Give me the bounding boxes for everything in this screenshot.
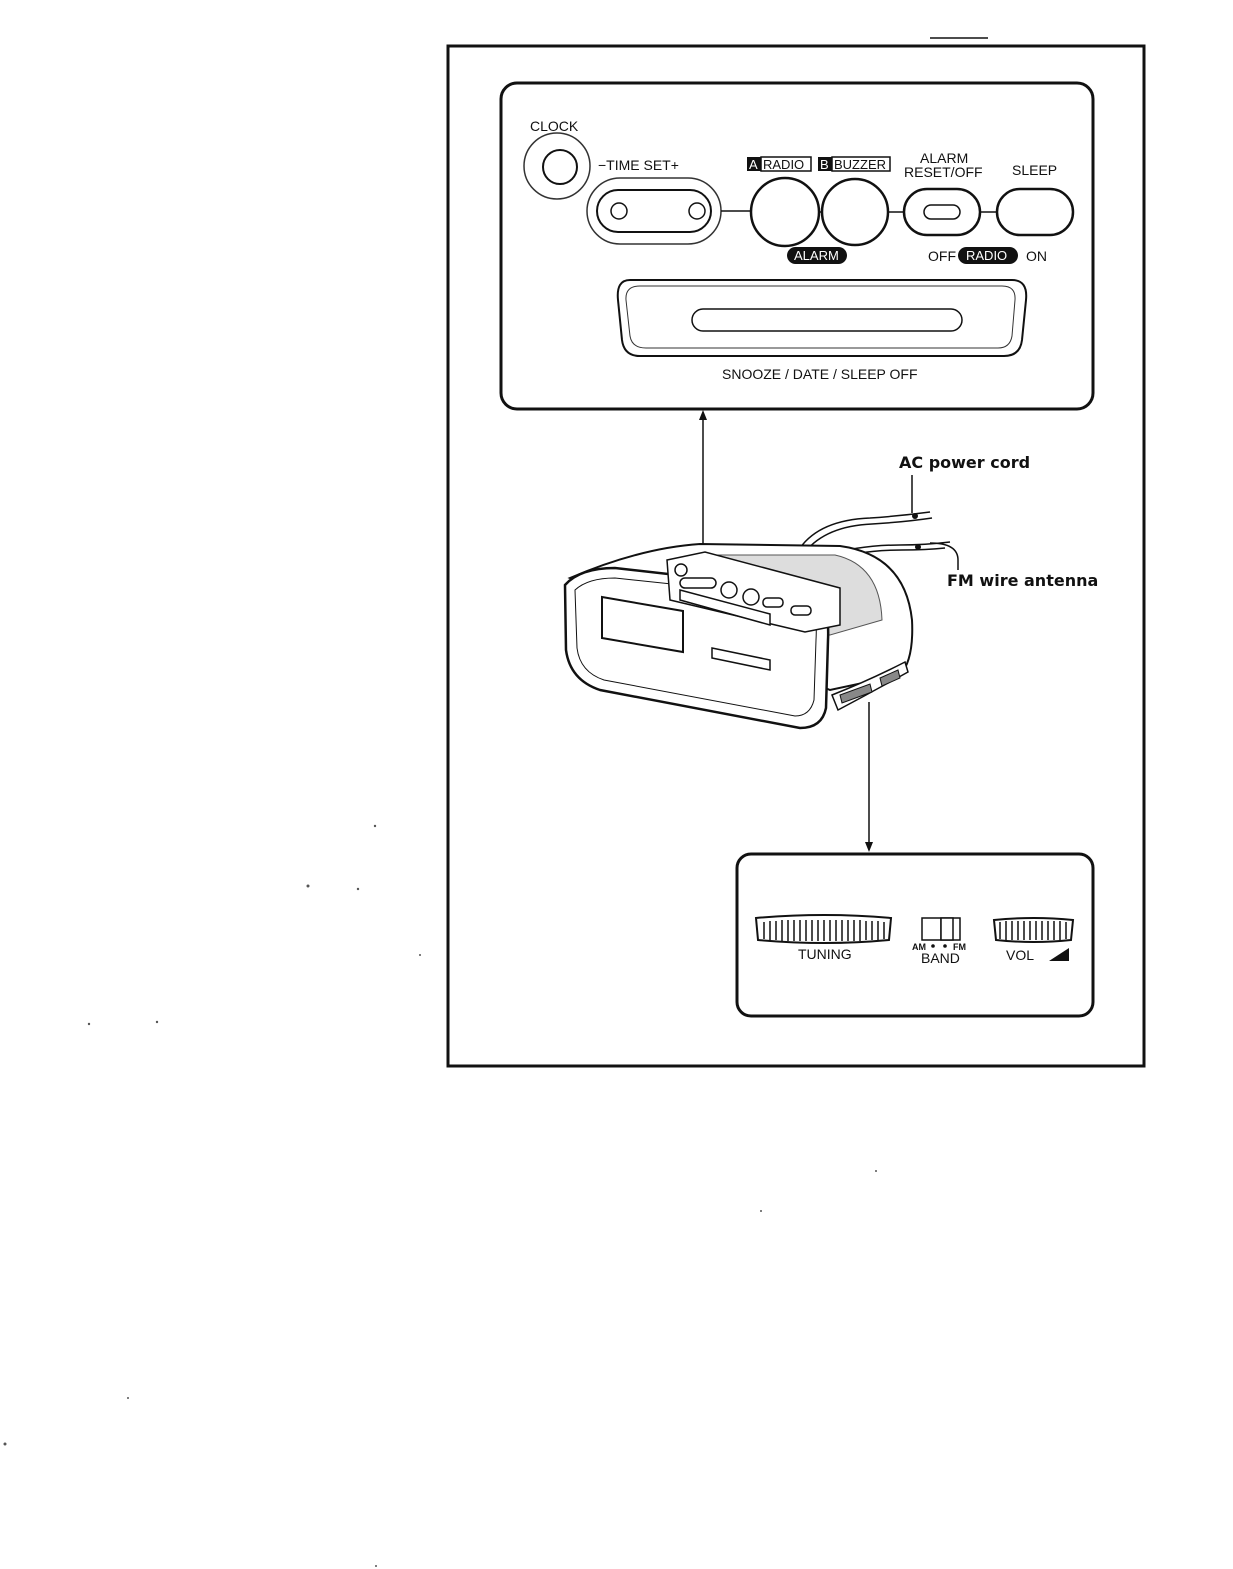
alarm-a-radio-label: A RADIO — [747, 156, 812, 172]
alarm-a-radio-button[interactable] — [749, 176, 821, 248]
svg-text:RADIO: RADIO — [966, 248, 1007, 263]
band-am-label: AM — [912, 942, 926, 952]
alarm-reset-off-button[interactable] — [902, 187, 982, 237]
alarm-badge: ALARM — [787, 247, 847, 264]
time-set-minus-button[interactable] — [610, 202, 628, 220]
clock-radio-illustration — [563, 511, 951, 730]
alarm-b-buzzer-button[interactable] — [820, 177, 890, 247]
band-switch[interactable] — [921, 917, 961, 948]
fm-antenna-leader — [929, 542, 959, 570]
radio-off-label: OFF — [928, 248, 956, 264]
side-control-panel: TUNING AM FM BAND VOL — [735, 852, 1095, 1018]
svg-text:RADIO: RADIO — [763, 157, 804, 172]
outer-frame — [446, 44, 1146, 1068]
radio-badge: RADIO — [958, 247, 1018, 264]
top-control-panel: CLOCK −TIME SET+ A RADIO B BUZZER — [499, 81, 1095, 411]
vol-label: VOL — [1006, 947, 1034, 963]
volume-dial[interactable] — [992, 917, 1075, 943]
svg-text:ALARM: ALARM — [794, 248, 839, 263]
svg-text:A: A — [749, 157, 758, 172]
alarm-reset-label-line1: ALARM — [920, 150, 968, 166]
fm-wire-antenna-callout: FM wire antenna — [947, 571, 1098, 590]
radio-on-label: ON — [1026, 248, 1047, 264]
time-set-plus-button[interactable] — [688, 202, 706, 220]
tuning-label: TUNING — [798, 946, 852, 962]
snooze-bar[interactable] — [616, 279, 1028, 357]
alarm-reset-label-line2: RESET/OFF — [904, 164, 983, 180]
band-fm-label: FM — [953, 942, 966, 952]
clock-button[interactable] — [523, 132, 591, 200]
svg-text:B: B — [820, 157, 829, 172]
tuning-dial[interactable] — [754, 914, 893, 944]
time-set-label: −TIME SET+ — [598, 157, 679, 173]
band-label: BAND — [921, 950, 960, 966]
arrow-to-side-panel — [865, 702, 873, 852]
sleep-label: SLEEP — [1012, 162, 1057, 178]
svg-text:BUZZER: BUZZER — [834, 157, 886, 172]
snooze-label: SNOOZE / DATE / SLEEP OFF — [722, 366, 918, 382]
scan-specks — [3, 824, 877, 1567]
ac-power-cord-callout: AC power cord — [899, 453, 1030, 472]
sleep-button[interactable] — [995, 187, 1075, 237]
alarm-b-buzzer-label: B BUZZER — [818, 156, 891, 172]
time-set-rocker[interactable] — [586, 177, 722, 245]
ac-power-cord-wire — [799, 511, 931, 549]
clock-label: CLOCK — [530, 118, 579, 134]
volume-ramp-icon — [1049, 948, 1069, 961]
